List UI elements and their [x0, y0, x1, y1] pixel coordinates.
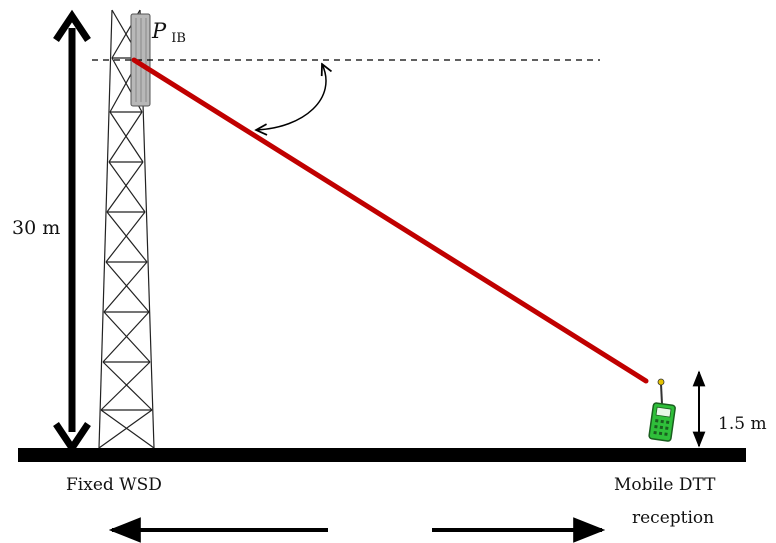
- power-symbol: P: [151, 19, 167, 43]
- receiver-label-line1: Mobile DTT: [614, 475, 716, 495]
- receiver-height-label: 1.5 m: [718, 414, 767, 434]
- transmitter-label: Fixed WSD: [66, 475, 162, 495]
- mobile-phone-icon: [648, 378, 676, 442]
- lattice-tower: [98, 9, 155, 449]
- ground-line: [18, 448, 746, 462]
- interference-path-line: [131, 57, 649, 384]
- receiver-label-line2: reception: [632, 508, 714, 528]
- power-label: P IB: [151, 19, 186, 46]
- power-subscript: IB: [171, 31, 186, 46]
- tower-height-arrow: [53, 9, 91, 455]
- elevation-angle-arc: [256, 64, 326, 130]
- tower-height-label: 30 m: [12, 217, 60, 239]
